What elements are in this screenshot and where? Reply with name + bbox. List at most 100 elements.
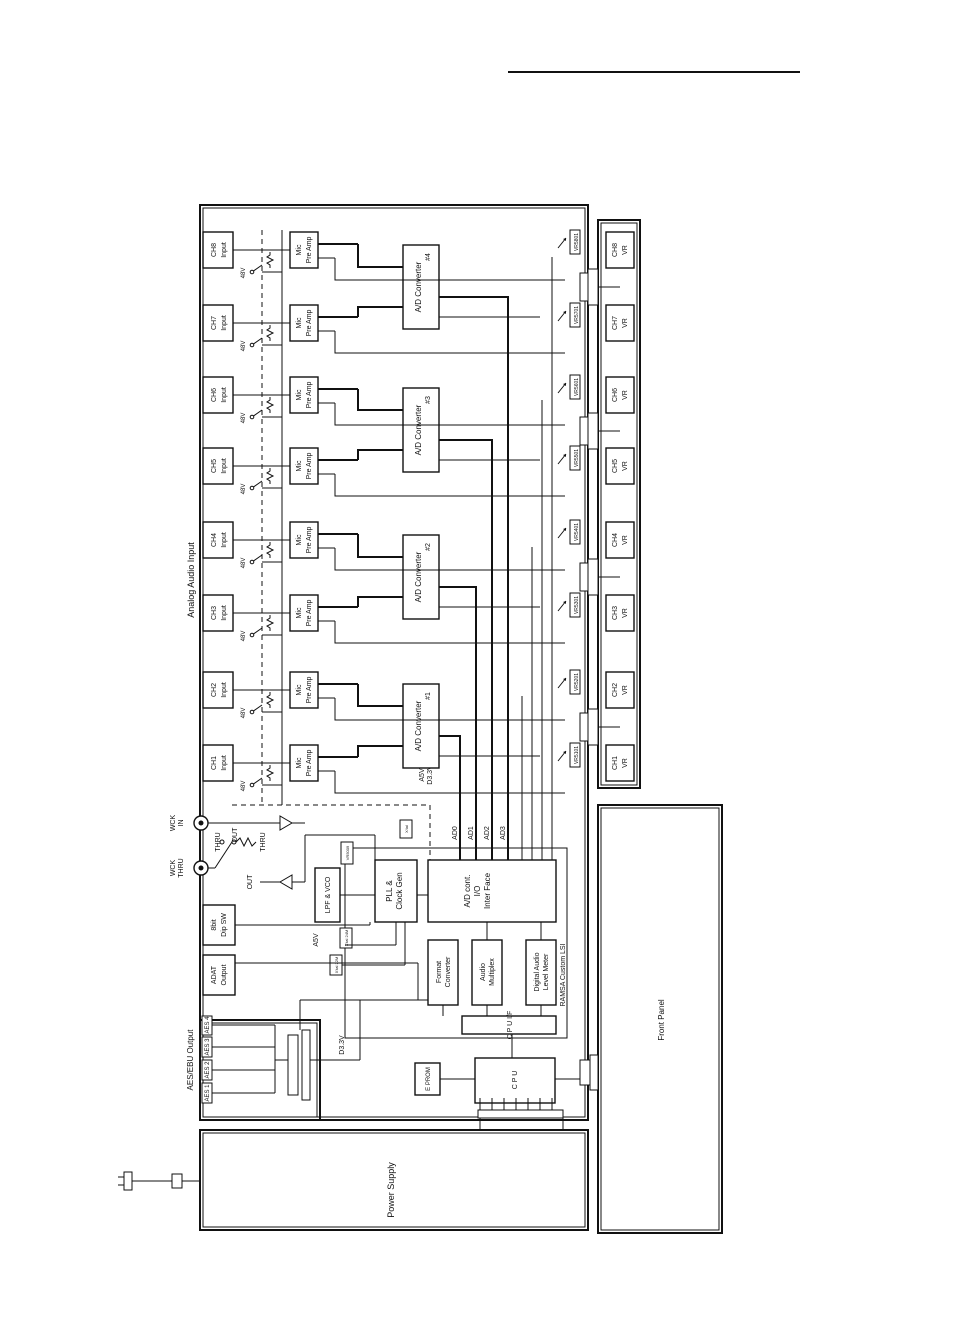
ch8-vr-box xyxy=(605,231,635,269)
ad-converter-4-number: #4 xyxy=(425,253,432,261)
wck-in-label-2: IN xyxy=(178,820,185,827)
ad-converter-1-in-a xyxy=(357,745,403,757)
ch6-phantom-label: 48V xyxy=(241,413,247,424)
ch5-input-box xyxy=(202,447,234,485)
ad-bus-0 xyxy=(439,735,461,860)
ch2-vr-box xyxy=(605,671,635,709)
ch8-input-box xyxy=(202,231,234,269)
wck-in-label-1: WCK xyxy=(170,815,177,832)
ad-converter-3-box xyxy=(402,387,440,473)
ad-converter-3-loop-a xyxy=(334,474,565,497)
ad-converter-3-label: A/D Converter xyxy=(414,404,423,455)
ch7-vr-sublabel: VR xyxy=(622,318,629,328)
wck-buffers xyxy=(232,804,431,890)
aes-port-4-label: AES 4 xyxy=(205,1016,211,1034)
ch7-input-sublabel: Input xyxy=(221,315,228,331)
ch3-input-box xyxy=(202,594,234,632)
ch2-trim-label: VR5201 xyxy=(574,673,580,691)
ad-interface-label-2: I/O xyxy=(473,886,482,897)
ad-converter-2-in-a xyxy=(357,596,403,607)
ad-bus-3 xyxy=(439,296,509,860)
cpu-if-label: C P U I/F xyxy=(507,1011,514,1040)
ch8-input-sublabel: Input xyxy=(221,242,228,258)
ch1-preamp-label: Mic xyxy=(296,757,303,768)
ad-converter-3-number: #3 xyxy=(425,396,432,404)
ch6-preamp-label: Mic xyxy=(296,389,303,400)
ch8-phantom-label: 48V xyxy=(241,268,247,279)
ad1-label: AD1 xyxy=(468,826,475,840)
vr-connector-3 xyxy=(579,412,620,450)
ad-converter-4: A/D Converter#4 xyxy=(334,244,565,354)
ch3-preamp-label: Mic xyxy=(296,607,303,618)
ad-converter-4-box xyxy=(402,244,440,330)
ad0-label: AD0 xyxy=(452,826,459,840)
ch5-vr-sublabel: VR xyxy=(622,461,629,471)
dip-switch-block xyxy=(202,904,236,946)
ch1-vr-sublabel: VR xyxy=(622,758,629,768)
aes-port-3: AES 3 xyxy=(201,1036,213,1058)
lpf-vco-block xyxy=(314,867,341,923)
vr-board-frame xyxy=(597,219,641,789)
ch7-trim-arrow xyxy=(563,311,566,314)
analog-audio-input-label: Analog Audio Input xyxy=(186,542,196,618)
a5v-label-ad: A5V xyxy=(419,768,426,782)
ch1-mic-preamp xyxy=(289,744,319,782)
xtal-24m xyxy=(339,927,353,949)
format-converter-label-1: Format xyxy=(436,961,443,983)
ad-converter-4-label: A/D Converter xyxy=(414,261,423,312)
ad-converter-1: A/D Converter#1 xyxy=(334,683,565,794)
ch4-phantom-contact xyxy=(249,559,255,565)
ch4-input-label: CH4 xyxy=(211,533,218,547)
level-meter-label-1: Digital Audio xyxy=(534,952,541,991)
aes-port-2-label: AES 2 xyxy=(205,1061,211,1079)
ch7-preamp-label: Mic xyxy=(296,317,303,328)
vr-connector-socket-3 xyxy=(587,412,599,450)
ch6-trim-label: VR5601 xyxy=(574,378,580,396)
ch8-mic-preamp xyxy=(289,231,319,269)
wck-thru-connector xyxy=(193,860,209,876)
vr-connector-plug-4 xyxy=(579,272,589,302)
thru-label-top: THRU xyxy=(215,832,222,851)
ch3-input-sublabel: Input xyxy=(221,605,228,621)
ch8-trim-tag xyxy=(569,229,581,255)
ch7-input-box xyxy=(202,304,234,342)
ch7-phantom-resistor xyxy=(266,325,275,341)
ad-converter-2-box xyxy=(402,534,440,620)
ch3-vr-box xyxy=(605,594,635,632)
ch7-preamp-sublabel: Pre Amp xyxy=(306,309,313,336)
ch6-mic-preamp xyxy=(289,376,319,414)
ch7-trim-tag xyxy=(569,302,581,328)
ad-bus-1 xyxy=(439,586,477,860)
vr5009-label: VR5009 xyxy=(345,845,350,860)
ch2-vr-label: CH2 xyxy=(612,683,619,697)
pll-label-1: PLL & xyxy=(385,880,394,902)
ch3-trim-label: VR5301 xyxy=(574,596,580,614)
ch7-input-label: CH7 xyxy=(211,316,218,330)
ch4-preamp-sublabel: Pre Amp xyxy=(306,526,313,553)
ch2-input-label: CH2 xyxy=(211,683,218,697)
wck-termination-switch xyxy=(208,815,293,869)
ch8-vr-sublabel: VR xyxy=(622,245,629,255)
format-converter-label-2: Converter xyxy=(445,956,452,987)
ad-converter-3-in-a xyxy=(357,449,403,460)
ch8-preamp-label: Mic xyxy=(296,244,303,255)
ad-interface-label-3: Inter Face xyxy=(483,872,492,909)
aes-port-1: AES 1 xyxy=(201,1082,213,1104)
ch3-phantom-resistor xyxy=(266,615,275,631)
custom-lsi-label: RAMSA Custom LSI xyxy=(560,943,567,1006)
main-board-inner-frame xyxy=(202,207,586,1118)
ad-converters: A/D Converter#1A/D Converter#2A/D Conver… xyxy=(334,244,565,794)
ch1-preamp-sublabel: Pre Amp xyxy=(306,749,313,776)
a5v-label-lpf: A5V xyxy=(313,933,320,947)
ch1-input-sublabel: Input xyxy=(221,755,228,771)
ch3-phantom-label: 48V xyxy=(241,631,247,642)
ch4-input-box xyxy=(202,521,234,559)
ad-converter-2-label: A/D Converter xyxy=(414,551,423,602)
ch6-input-sublabel: Input xyxy=(221,387,228,403)
audio-multiplex-label-2: Multiplex xyxy=(489,958,496,986)
d33v-label-ad: D3.3V xyxy=(427,765,434,785)
